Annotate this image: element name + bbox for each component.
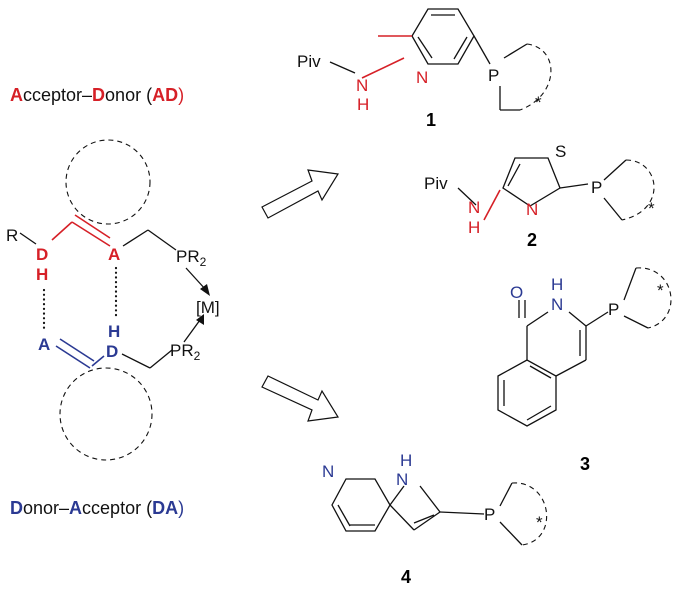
- bottom-ring-dashed: [59, 367, 153, 461]
- amine-H-1: H: [357, 95, 369, 114]
- amine-N-1: N: [356, 76, 368, 95]
- R-label: R: [6, 226, 18, 245]
- compound-number-2: 2: [527, 230, 537, 250]
- chiral-star-2: *: [648, 199, 655, 218]
- pyridine-ring-4: [331, 478, 391, 532]
- bond-A-CH2: [122, 229, 149, 247]
- thiazole-ring-2: [502, 157, 561, 207]
- H-top: H: [36, 265, 48, 284]
- amine-H-2: H: [468, 218, 480, 237]
- bond-CH2-P: [147, 229, 177, 251]
- piv-label-2: Piv: [424, 174, 448, 193]
- sulfur-2: S: [555, 142, 566, 161]
- compound-1: Piv N H N P * 1: [297, 8, 552, 130]
- bond-C-D: [91, 355, 105, 367]
- compound-4: N H N P * 4: [322, 451, 548, 587]
- bond-D-C: [51, 221, 73, 241]
- pyrrole-H-4: H: [400, 451, 412, 470]
- ring-N-1: N: [416, 68, 428, 87]
- legend-da: Donor–Acceptor (DA): [10, 498, 184, 518]
- general-scheme: R D H A PR2 [M] A H D PR2: [6, 139, 220, 461]
- piv-label-1: Piv: [297, 52, 321, 71]
- bond-A-C-1: [55, 345, 91, 369]
- bond-D-CH: [121, 353, 151, 369]
- chiral-star-3: *: [657, 281, 664, 300]
- metal-label: [M]: [196, 298, 220, 317]
- bond-A-C-2: [59, 338, 95, 362]
- bond-C-A-2: [74, 214, 111, 239]
- coord-arrow-top: [185, 267, 207, 291]
- hollow-arrow-down: [261, 375, 339, 422]
- chiral-star-4: *: [536, 513, 543, 532]
- pyridine-N-4: N: [322, 462, 334, 481]
- D-top: D: [36, 245, 48, 264]
- amide-N-3: N: [551, 295, 563, 314]
- A-top: A: [108, 245, 120, 264]
- coord-arrow-bottom: [183, 319, 201, 343]
- arrowhead-top: [200, 284, 210, 296]
- benzo-ring-3: [497, 359, 557, 427]
- A-bottom: A: [38, 335, 50, 354]
- phosphorus-4: P: [484, 505, 495, 524]
- amide-H-3: H: [551, 275, 563, 294]
- PR2-bottom: PR2: [170, 341, 201, 363]
- compound-number-3: 3: [580, 454, 590, 474]
- compound-number-1: 1: [426, 110, 436, 130]
- arrowhead-bottom: [196, 314, 204, 325]
- legend-ad: Acceptor–Donor (AD): [10, 85, 184, 105]
- H-bottom: H: [108, 322, 120, 341]
- pyrrole-N-4: N: [396, 470, 408, 489]
- pyridine-ring-1: [411, 8, 475, 65]
- bond-CH-P: [149, 349, 173, 369]
- hollow-arrow-up: [261, 169, 339, 219]
- ring-N-2: N: [526, 200, 538, 219]
- phosphorus-2: P: [591, 178, 602, 197]
- phosphorus-1: P: [488, 66, 499, 85]
- compound-number-4: 4: [401, 567, 411, 587]
- PR2-top: PR2: [176, 247, 207, 269]
- amine-N-2: N: [468, 198, 480, 217]
- carbonyl-O-3: O: [510, 283, 523, 302]
- top-ring-dashed: [65, 139, 151, 225]
- D-bottom: D: [106, 342, 118, 361]
- bond-R-D: [19, 232, 37, 245]
- compound-3: O H N P * 3: [497, 267, 672, 474]
- compound-2: S Piv N H N P * 2: [424, 142, 655, 250]
- chiral-star-1: *: [535, 93, 542, 112]
- bond-C-A-1: [71, 221, 111, 247]
- phosphorus-3: P: [608, 300, 619, 319]
